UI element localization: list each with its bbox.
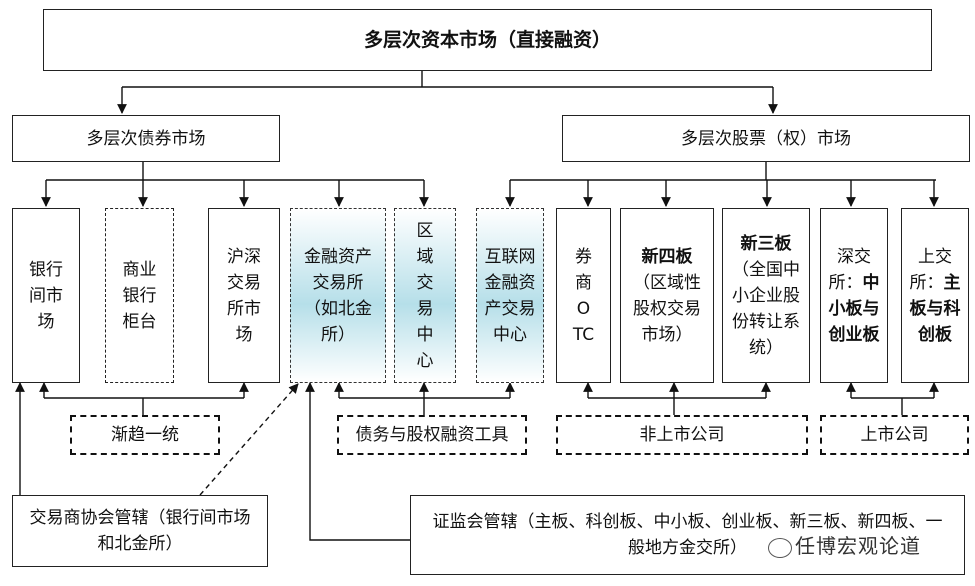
broker-otc-label: 券商OTC [572,246,595,345]
interbank-label: 银行间市场 [29,259,63,332]
szse-box: 深交所：中小板与创业板 [820,208,888,383]
szse-prefix: 深交所： [828,246,872,293]
debt-equity-label-box: 债务与股权融资工具 [337,415,527,455]
nafmii-label: 交易商协会管辖（银行间市场和北金所） [29,508,251,554]
financial-exchange-box: 金融资产交易所（如北金所） [290,208,386,383]
new-fourth-box: 新四板 （区域性股权交易市场） [620,208,714,383]
interbank-box: 银行间市场 [12,208,80,383]
debt-equity-label: 债务与股权融资工具 [355,425,509,445]
stock-market-label: 多层次股票（权）市场 [681,128,851,149]
broker-otc-box: 券商OTC [556,208,611,383]
new-fourth-text: 新四板 （区域性股权交易市场） [632,244,702,348]
bond-market-label: 多层次债券市场 [86,128,206,149]
new-third-desc: （全国中小企业股份转让系统） [732,259,800,358]
unlisted-label-box: 非上市公司 [556,415,808,455]
new-third-title: 新三板 [740,233,792,254]
arrow-nafmii-financial-exchange [199,383,299,496]
bank-counter-box: 商业银行柜台 [105,208,174,383]
watermark-text: 任博宏观论道 [795,534,921,558]
diagram-title: 多层次资本市场（直接融资） [363,29,611,51]
sse-boards: 主板与科创板 [909,272,961,345]
listed-label-box: 上市公司 [820,415,969,455]
stock-market-box: 多层次股票（权）市场 [562,115,970,162]
bank-counter-label: 商业银行柜台 [122,259,157,332]
regional-center-box: 区域交易中心 [394,208,456,383]
exchange-box: 沪深交易所市场 [208,208,280,383]
internet-finance-box: 互联网金融资产交易中心 [476,208,544,383]
szse-boards: 中小板与创业板 [828,272,880,345]
internet-finance-label: 互联网金融资产交易中心 [484,246,536,345]
unlisted-label: 非上市公司 [639,425,725,445]
arrow-csrc-financial-exchange [305,382,410,541]
title-box: 多层次资本市场（直接融资） [43,9,932,71]
csrc-label: 证监会管辖（主板、科创板、中小板、创业板、新三板、新四板、一般地方金交所） [432,512,943,558]
converge-label-box: 渐趋一统 [70,415,220,455]
chat-bubble-icon [768,537,792,558]
new-third-box: 新三板 （全国中小企业股份转让系统） [722,208,810,383]
sse-text: 上交所：主板与科创板 [909,244,961,348]
sse-box: 上交所：主板与科创板 [901,208,969,383]
new-third-text: 新三板 （全国中小企业股份转让系统） [731,231,801,361]
financial-exchange-label: 金融资产交易所（如北金所） [304,246,372,345]
exchange-label: 沪深交易所市场 [227,246,261,345]
nafmii-box: 交易商协会管辖（银行间市场和北金所） [12,495,268,567]
szse-text: 深交所：中小板与创业板 [828,244,880,348]
new-fourth-desc: （区域性股权交易市场） [633,272,701,345]
new-fourth-title: 新四板 [641,246,693,267]
listed-label: 上市公司 [860,425,929,445]
sse-prefix: 上交所： [909,246,953,293]
csrc-box: 证监会管辖（主板、科创板、中小板、创业板、新三板、新四板、一般地方金交所） [410,495,965,575]
regional-center-label: 区域交易中心 [416,220,434,371]
bond-market-box: 多层次债券市场 [12,115,280,162]
watermark: 任博宏观论道 [768,530,921,559]
converge-label: 渐趋一统 [111,425,179,445]
